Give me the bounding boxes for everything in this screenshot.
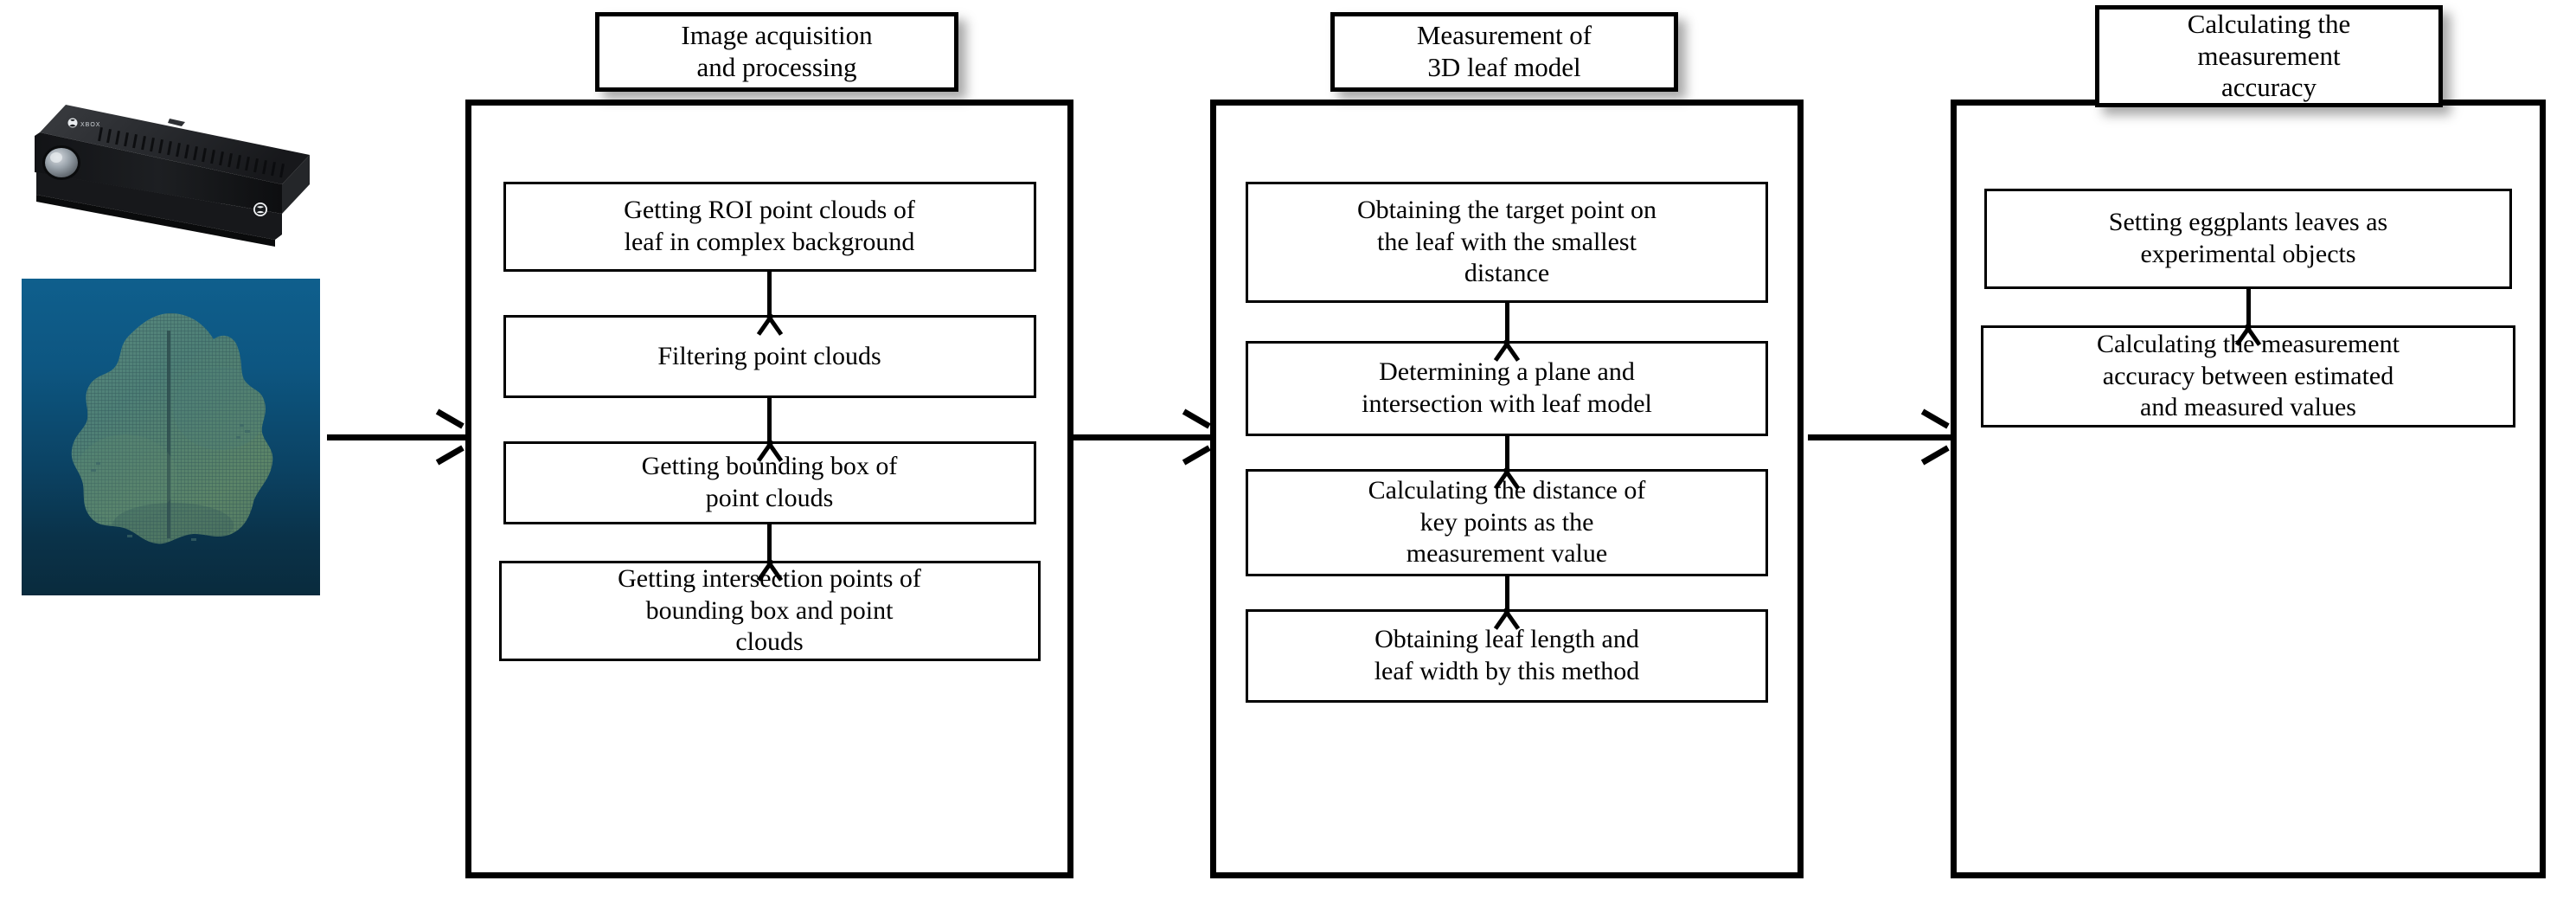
arrowhead-icon — [753, 535, 787, 562]
svg-text:XBOX: XBOX — [80, 122, 100, 128]
stage-2-step-1[interactable]: Obtaining the target point on the leaf w… — [1246, 182, 1768, 303]
stage-2-arrow-2 — [1490, 436, 1524, 469]
arrowhead-icon — [1490, 315, 1524, 343]
stage-3-step-2[interactable]: Calculating the measurement accuracy bet… — [1981, 325, 2515, 428]
stage-3-arrow-1 — [2231, 289, 2265, 325]
stage-2-step-2[interactable]: Determining a plane and intersection wit… — [1246, 341, 1768, 436]
stage-2-container: Obtaining the target point on the leaf w… — [1210, 100, 1804, 878]
xbox-logo-icon: XBOX — [67, 118, 100, 128]
kinect-depth-sensor-image: XBOX — [16, 82, 327, 251]
stage-2-header: Measurement of 3D leaf model — [1330, 12, 1678, 92]
stage-2-steps: Obtaining the target point on the leaf w… — [1216, 106, 1797, 703]
connector-stage-2-to-stage-3 — [1808, 420, 1951, 454]
stage-3-header: Calculating the measurement accuracy — [2095, 5, 2443, 107]
kinect-sensor-icon: XBOX — [35, 105, 310, 247]
arrowhead-icon — [1490, 443, 1524, 471]
arrowhead-icon — [1917, 420, 1951, 454]
stage-3-steps: Setting eggplants leaves as experimental… — [1957, 106, 2540, 428]
arrowhead-icon — [432, 420, 466, 454]
stage-1-step-3[interactable]: Getting bounding box of point clouds — [503, 441, 1036, 524]
stage-1-arrow-3 — [753, 524, 787, 561]
connector-shaft — [1073, 434, 1212, 440]
stage-3-container: Setting eggplants leaves as experimental… — [1951, 100, 2546, 878]
stage-3-step-1[interactable]: Setting eggplants leaves as experimental… — [1984, 189, 2512, 289]
stage-2-arrow-3 — [1490, 576, 1524, 609]
stage-1-container: Getting ROI point clouds of leaf in comp… — [465, 100, 1073, 878]
stage-1-header: Image acquisition and processing — [595, 12, 958, 92]
arrowhead-icon — [1178, 420, 1213, 454]
stage-1-arrow-2 — [753, 398, 787, 441]
stage-1-step-1[interactable]: Getting ROI point clouds of leaf in comp… — [503, 182, 1036, 272]
connector-shaft — [1808, 434, 1951, 440]
arrowhead-icon — [2231, 299, 2265, 327]
stage-1-arrow-1 — [753, 272, 787, 315]
stage-1-step-4[interactable]: Getting intersection points of bounding … — [498, 561, 1041, 661]
leaf-point-cloud-icon — [71, 313, 273, 544]
connector-sensor-to-stage-1 — [327, 420, 465, 454]
stage-2-step-4[interactable]: Obtaining leaf length and leaf width by … — [1246, 609, 1768, 703]
stage-2-step-3[interactable]: Calculating the distance of key points a… — [1246, 469, 1768, 576]
connector-shaft — [327, 434, 465, 440]
stage-2-arrow-1 — [1490, 303, 1524, 341]
stage-1-step-2[interactable]: Filtering point clouds — [503, 315, 1036, 398]
arrowhead-icon — [753, 415, 787, 443]
arrowhead-icon — [753, 289, 787, 317]
arrowhead-icon — [1490, 583, 1524, 611]
stage-1-steps: Getting ROI point clouds of leaf in comp… — [471, 106, 1067, 661]
leaf-point-cloud-image — [22, 279, 320, 595]
connector-stage-1-to-stage-2 — [1073, 420, 1212, 454]
